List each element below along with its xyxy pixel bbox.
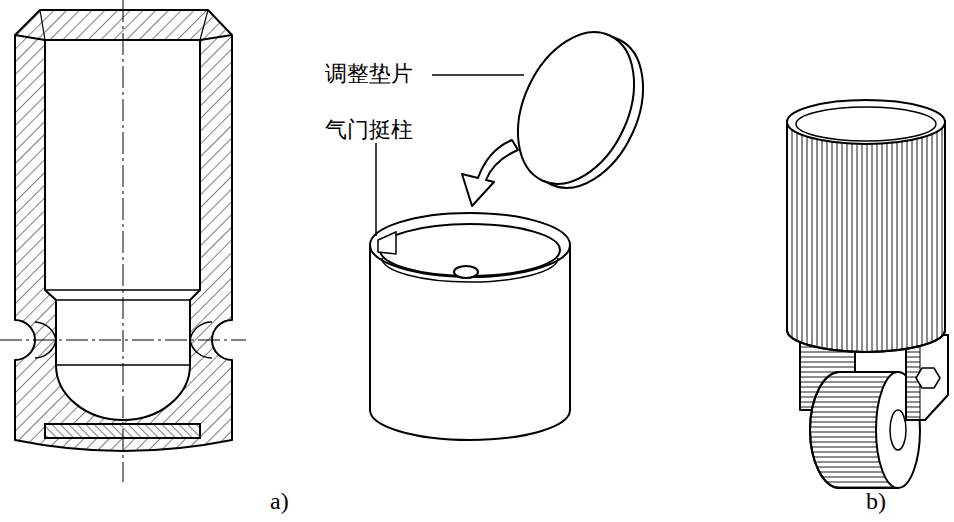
tappet-cup: [370, 213, 570, 440]
roller-tappet: [787, 100, 948, 488]
center-line: [0, 0, 246, 482]
figure-label: b): [866, 488, 886, 514]
figure-label: a): [270, 488, 289, 514]
part-name: 调整垫片: [325, 62, 413, 86]
part-name: 气门挺柱: [325, 118, 413, 142]
leader-line: [376, 75, 524, 236]
shim-disc: [495, 14, 666, 207]
insert-arrow: [462, 140, 518, 206]
